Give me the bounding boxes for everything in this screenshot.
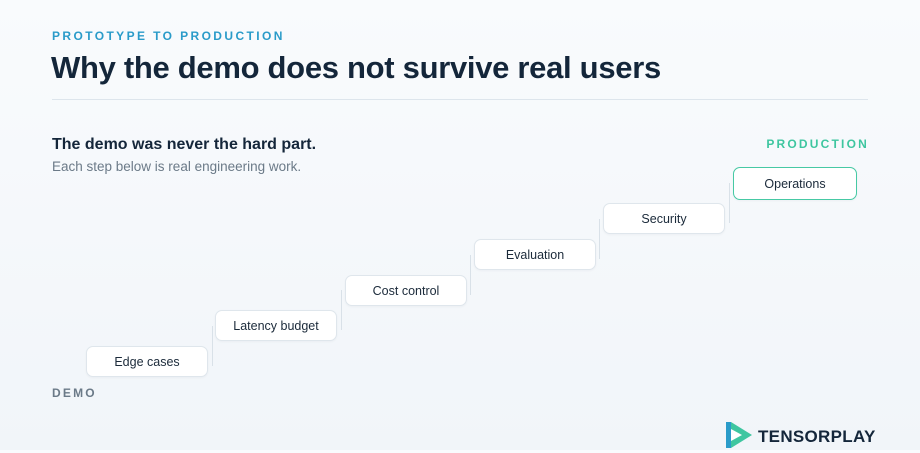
demo-label: DEMO: [52, 386, 97, 400]
eyebrow-label: PROTOTYPE TO PRODUCTION: [52, 29, 285, 43]
step-latency-budget: Latency budget: [215, 310, 337, 341]
step-label: Evaluation: [505, 247, 565, 262]
play-triangle-logo-icon: [726, 421, 752, 453]
step-riser: [212, 326, 213, 366]
production-label: PRODUCTION: [766, 137, 869, 151]
intro-heading: The demo was never the hard part.: [52, 136, 317, 153]
step-label: Latency budget: [233, 318, 319, 333]
step-label: Cost control: [372, 283, 440, 298]
step-riser: [599, 219, 600, 259]
header-divider: [52, 99, 868, 100]
step-riser: [729, 183, 730, 223]
step-label: Edge cases: [114, 354, 180, 369]
brand-name: TENSORPLAY: [758, 427, 876, 446]
page-title: Why the demo does not survive real users: [51, 50, 661, 85]
step-label: Security: [641, 211, 687, 226]
step-cost-control: Cost control: [345, 275, 467, 306]
step-riser: [341, 290, 342, 330]
step-label: Operations: [764, 176, 826, 191]
step-riser: [470, 255, 471, 295]
intro-subtext: Each step below is real engineering work…: [52, 159, 302, 174]
step-edge-cases: Edge cases: [86, 346, 208, 377]
step-evaluation: Evaluation: [474, 239, 596, 270]
brand-logo: TENSORPLAY: [726, 421, 876, 453]
step-security: Security: [603, 203, 725, 234]
step-operations: Operations: [733, 167, 857, 200]
